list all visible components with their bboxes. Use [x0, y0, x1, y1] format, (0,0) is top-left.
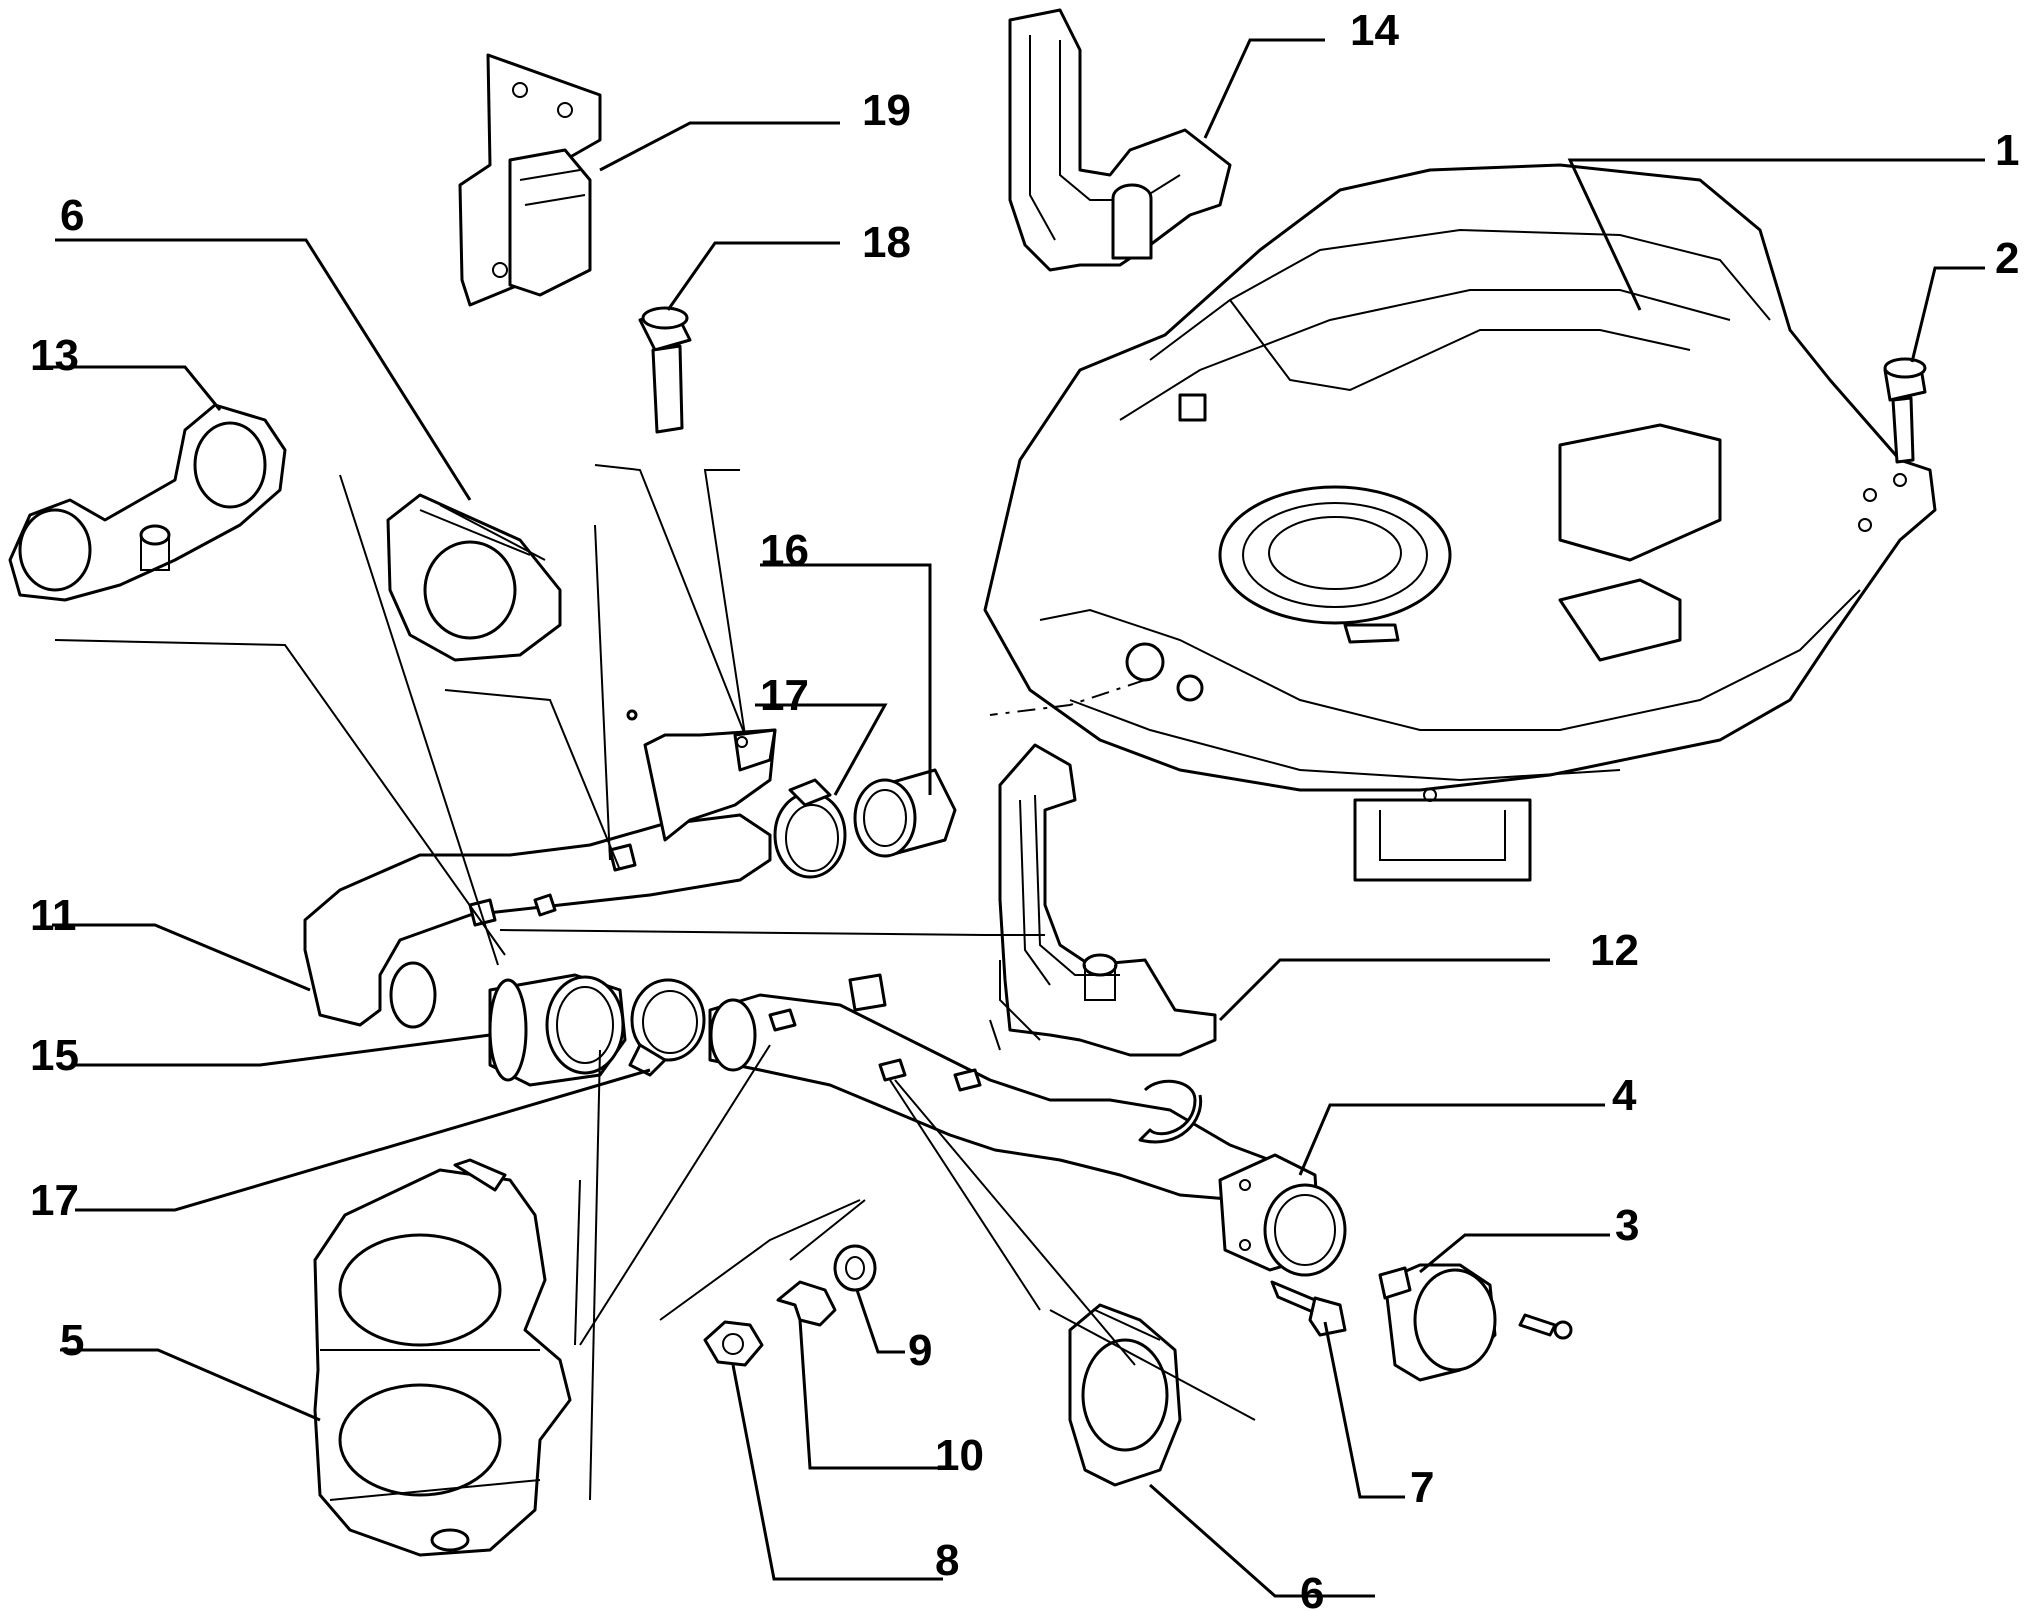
rubber-mount-top: [386, 493, 562, 662]
callout-17-lower: 17: [30, 1176, 79, 1225]
tank-bolt: [1883, 357, 1927, 464]
hose-clamp-upper: [773, 778, 847, 879]
filler-pipe-upper: [303, 709, 777, 1029]
callout-7: 7: [1410, 1463, 1434, 1512]
callout-15: 15: [30, 1031, 79, 1080]
hose-sleeve-upper: [853, 768, 957, 858]
callout-6-top: 6: [60, 191, 84, 240]
upper-bracket: [1008, 8, 1232, 272]
washer-9: [833, 1244, 877, 1292]
callout-17-upper: 17: [760, 671, 809, 720]
double-clamp-5: [313, 1158, 572, 1557]
callout-labels: 1 2 3 4 5 6 6 7 8 9 10 11 12 13 14 15 16…: [30, 6, 2019, 1611]
rubber-mount-bottom: [1068, 1303, 1182, 1487]
callout-19: 19: [862, 86, 911, 135]
callout-9: 9: [908, 1326, 932, 1375]
callout-13: 13: [30, 331, 79, 380]
hose-clamp-lower: [628, 978, 706, 1077]
nut-8: [703, 1320, 764, 1367]
callout-3: 3: [1615, 1201, 1639, 1250]
callout-14: 14: [1350, 6, 1399, 55]
ecu-bracket: [458, 53, 602, 307]
fuel-tank: [983, 163, 1937, 882]
clamp-bracket-13: [8, 403, 287, 602]
fuel-cap-3: [1378, 1263, 1573, 1382]
callout-6-bottom: 6: [1300, 1569, 1324, 1611]
callout-11: 11: [30, 891, 77, 940]
callout-18: 18: [862, 218, 911, 267]
clip-10: [776, 1280, 837, 1327]
callout-10: 10: [935, 1431, 984, 1480]
callout-2: 2: [1995, 234, 2019, 283]
callout-4: 4: [1612, 1071, 1637, 1120]
callout-1: 1: [1995, 126, 2019, 175]
bolt-18: [638, 306, 692, 434]
lower-bracket-12: [998, 743, 1217, 1057]
callout-5: 5: [60, 1316, 84, 1365]
callout-16: 16: [760, 526, 809, 575]
leader-lines: [45, 38, 1985, 1598]
callout-12: 12: [1590, 926, 1639, 975]
hose-sleeve-lower: [488, 973, 627, 1087]
filler-neck-4: [708, 973, 1347, 1277]
bolt-7: [1270, 1280, 1347, 1337]
callout-8: 8: [935, 1536, 959, 1585]
